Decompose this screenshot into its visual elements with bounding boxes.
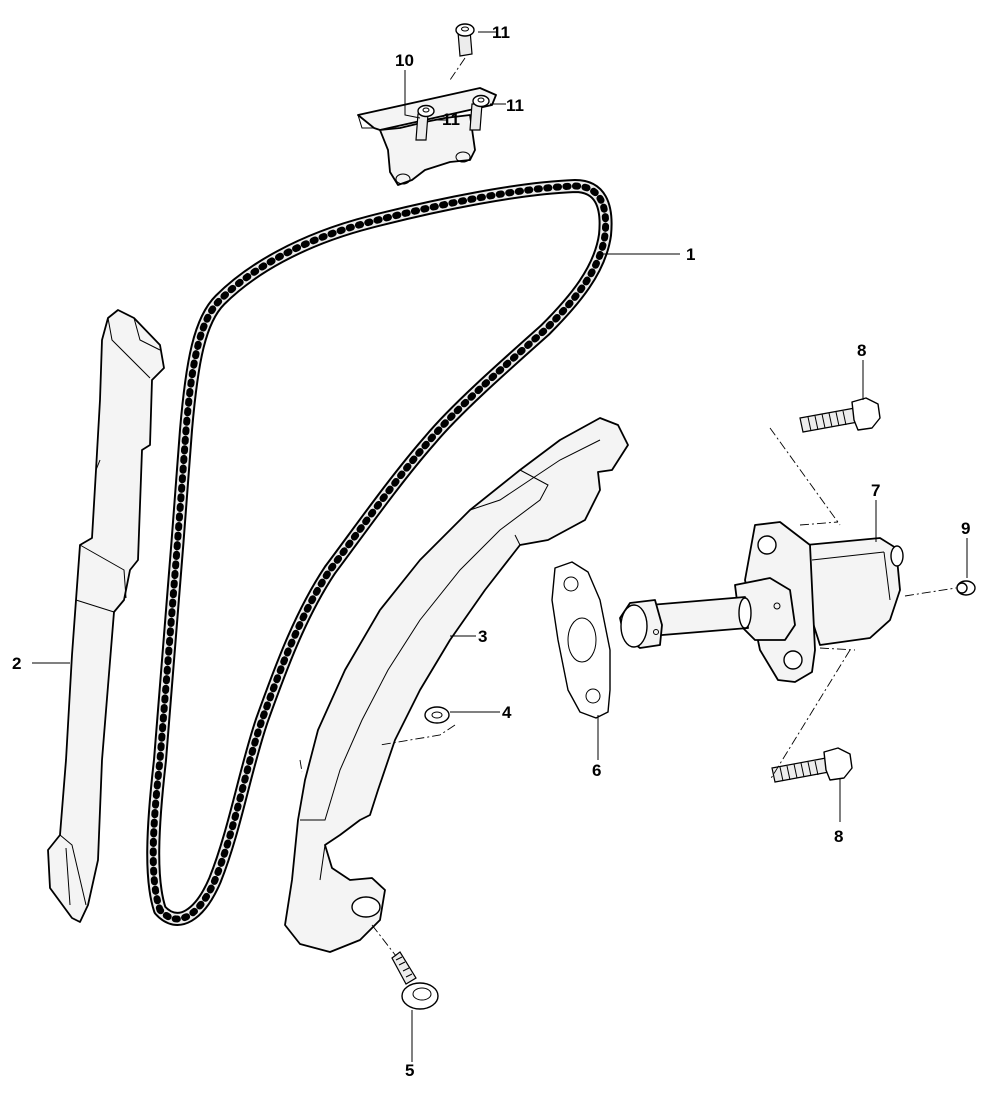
callout-3: 3 bbox=[478, 627, 487, 646]
callout-11-right: 11 bbox=[506, 96, 524, 115]
callout-9: 9 bbox=[961, 519, 970, 538]
callout-1: 1 bbox=[686, 245, 695, 264]
callout-7: 7 bbox=[871, 481, 880, 500]
screw-top bbox=[455, 23, 475, 57]
callout-6: 6 bbox=[592, 761, 601, 780]
callout-labels: 1 2 3 4 5 6 7 8 8 9 10 11 11 11 bbox=[12, 23, 970, 1080]
callout-8-lower: 8 bbox=[834, 827, 843, 846]
callout-10: 10 bbox=[395, 51, 414, 70]
chain-guide-rail bbox=[47, 309, 165, 923]
callout-5: 5 bbox=[405, 1061, 414, 1080]
tensioner-bolt-upper bbox=[799, 397, 881, 433]
screw-left bbox=[415, 104, 435, 141]
callout-11-left: 11 bbox=[442, 110, 460, 129]
timing-chain bbox=[146, 179, 613, 926]
leader-lines bbox=[32, 31, 968, 1062]
pivot-bolt bbox=[391, 951, 439, 1010]
tensioner-bolt-lower bbox=[771, 747, 853, 783]
callout-2: 2 bbox=[12, 654, 21, 673]
assembly-lines bbox=[299, 57, 957, 957]
callout-11-top: 11 bbox=[492, 23, 510, 42]
chain-tensioner-rail bbox=[284, 417, 629, 953]
plug-screw bbox=[956, 580, 976, 596]
washer bbox=[424, 706, 450, 724]
callout-8-upper: 8 bbox=[857, 341, 866, 360]
callout-4: 4 bbox=[502, 703, 512, 722]
gasket bbox=[551, 561, 611, 719]
screw-right bbox=[469, 94, 490, 131]
chain-tensioner bbox=[619, 521, 904, 683]
